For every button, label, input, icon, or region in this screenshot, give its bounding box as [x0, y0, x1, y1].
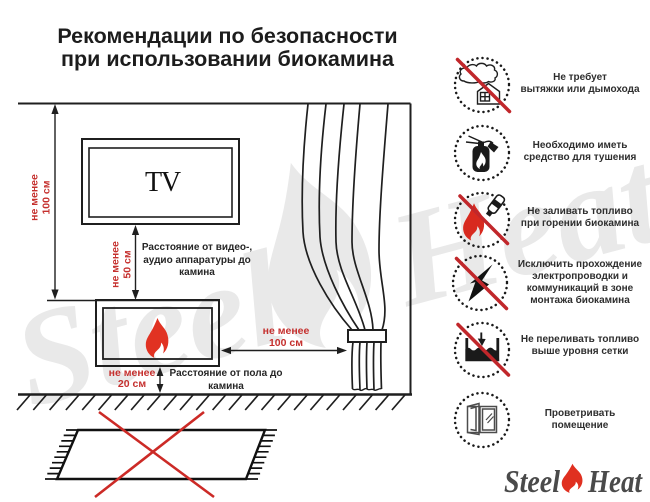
- svg-text:Steel: Steel: [504, 463, 560, 499]
- svg-text:Heat: Heat: [587, 463, 643, 499]
